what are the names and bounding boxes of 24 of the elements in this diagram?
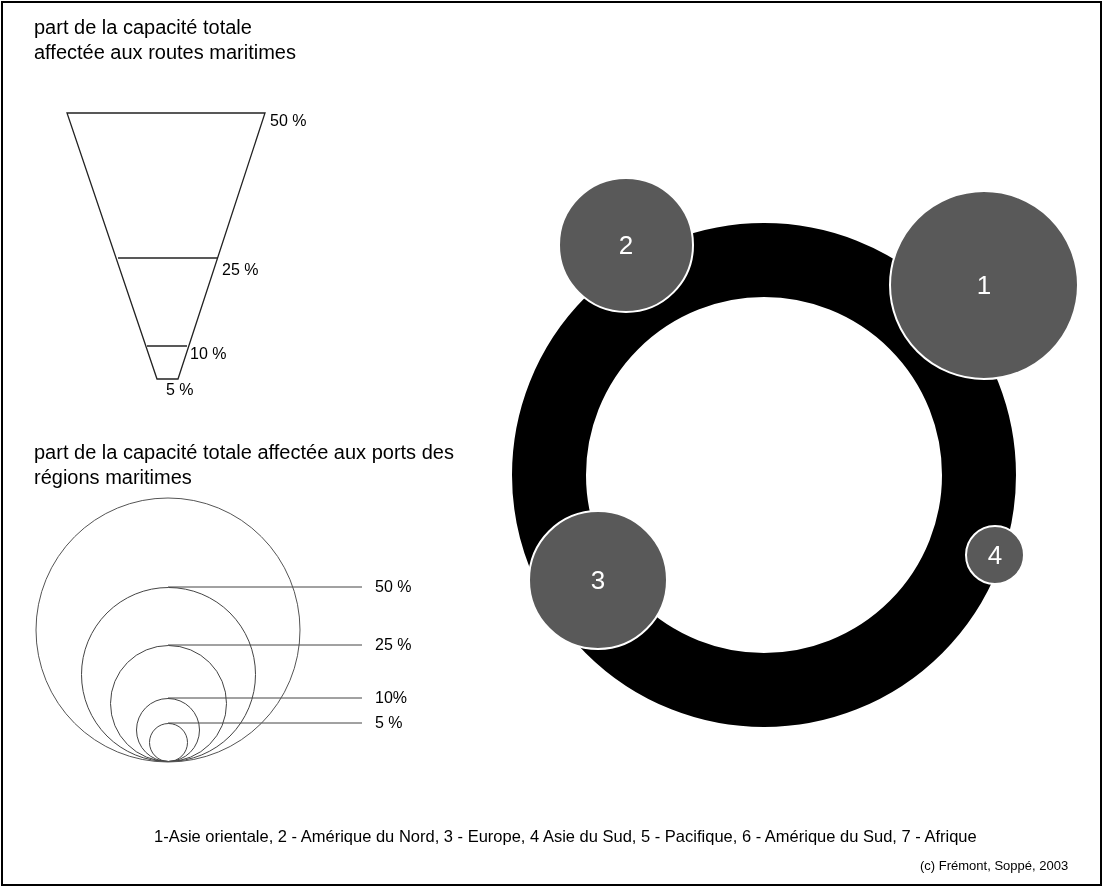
region-number: 4 [987, 539, 1003, 571]
leader-line [167, 722, 363, 724]
leader-line [167, 644, 363, 646]
legend-value: 25 % [222, 260, 259, 280]
legend-heading: part de la capacité totale affectée aux ports des régions maritimes [34, 440, 455, 490]
legend-value: 5 % [166, 380, 194, 400]
leader-line [167, 586, 363, 588]
legend-value: 10 % [190, 344, 227, 364]
legend-value: 50 % [362, 577, 412, 597]
source-credit: (c) Frémont, Soppé, 2003 [920, 858, 1069, 875]
legend-value: 10% [362, 688, 408, 708]
legend-heading: part de la capacité totale affectée aux routes maritimes [34, 15, 297, 65]
region-key-text: 1-Asie orientale, 2 - Amérique du Nord, 3 - Europe, 4 Asie du Sud, 5 - Pacifique, 6 - Amérique du Sud, 7 - Afrique [154, 826, 977, 847]
legend-circle [109, 645, 227, 762]
leader-line [167, 697, 363, 699]
legend-circle [148, 723, 188, 762]
legend-circle [80, 587, 256, 762]
region-number: 3 [590, 564, 606, 596]
legend-circle [136, 698, 200, 762]
legend-value: 5 % [362, 713, 403, 733]
region-number: 2 [618, 229, 634, 261]
region-number: 1 [976, 269, 992, 301]
legend-value: 25 % [362, 635, 412, 655]
legend-value: 50 % [270, 111, 307, 131]
